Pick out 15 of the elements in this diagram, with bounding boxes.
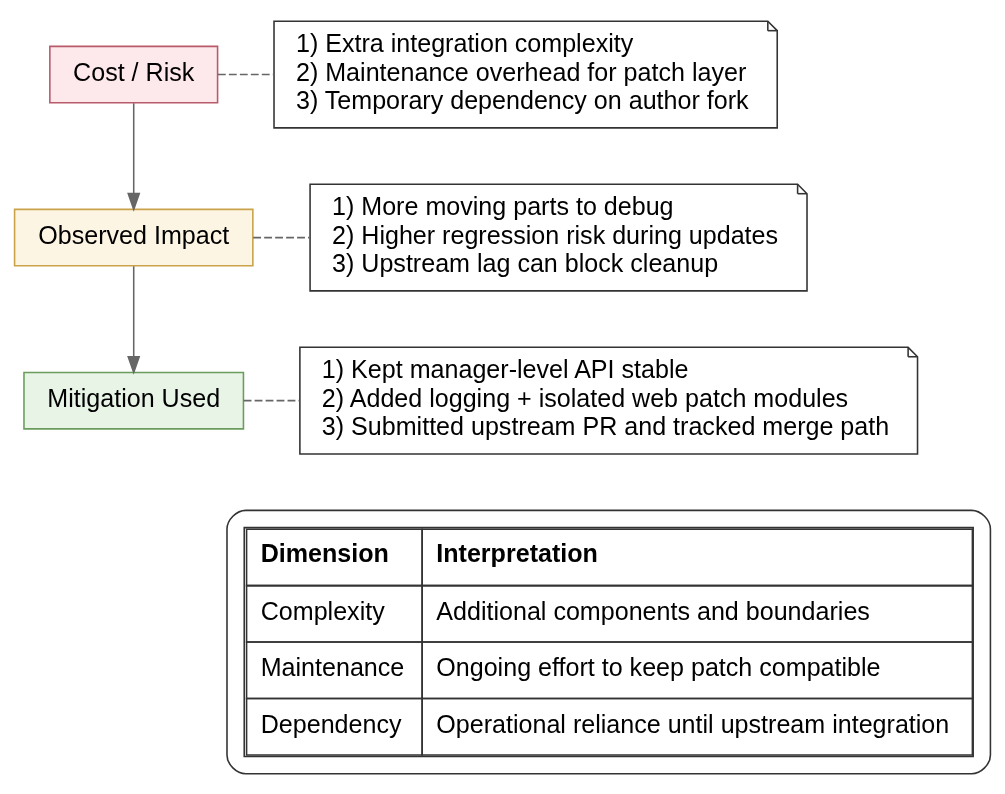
arrow [127,265,141,375]
label: Additional components and boundaries [436,596,870,625]
node-box: Cost / Risk [49,45,219,104]
node-box: Observed Impact [13,208,254,267]
node-box: Mitigation Used [23,371,245,430]
arrow [127,101,141,212]
label: Dimension [260,538,389,567]
label: Maintenance [260,652,405,681]
connector [252,236,311,238]
label: Dependency [260,709,402,738]
label: Interpretation [436,538,598,567]
connector [217,73,275,75]
label: Complexity [260,596,385,625]
label: Operational reliance until upstream integration [436,709,950,738]
label: Ongoing effort to keep patch compatible [436,652,881,681]
